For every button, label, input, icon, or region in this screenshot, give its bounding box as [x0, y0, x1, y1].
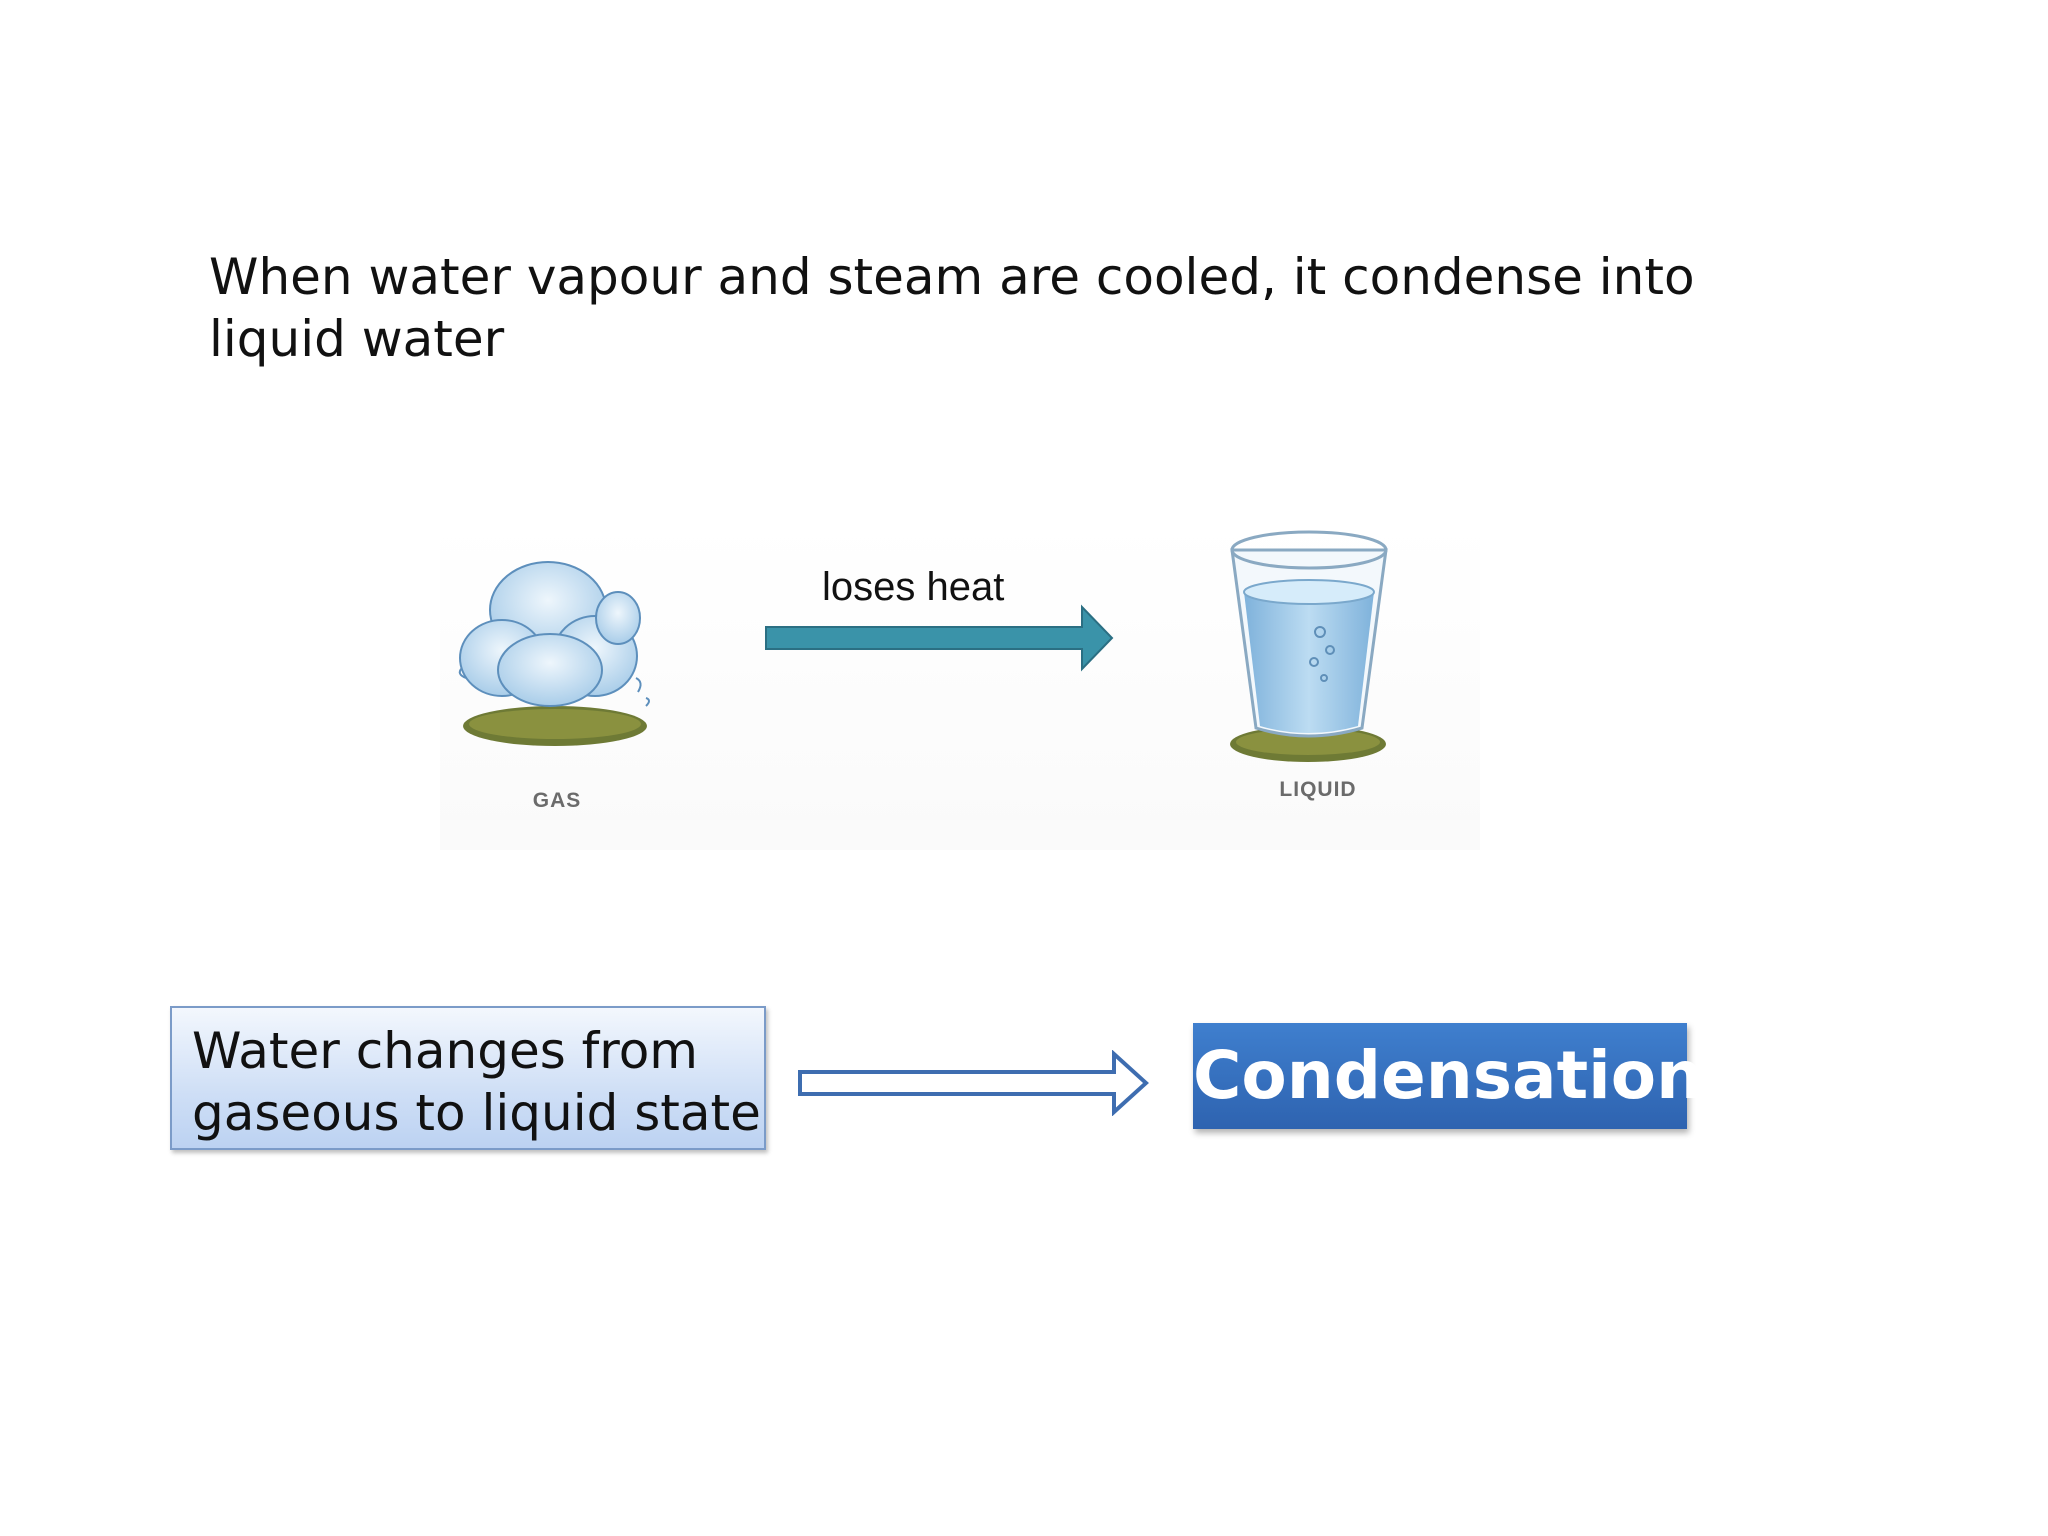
gas-illustration: [440, 548, 680, 778]
intro-text: When water vapour and steam are cooled, …: [209, 248, 1695, 368]
condensation-box: Condensation: [1193, 1023, 1703, 1129]
liquid-illustration: [1208, 522, 1418, 767]
water-glass-icon: [1230, 530, 1388, 762]
arrow-label: loses heat: [822, 565, 1005, 609]
liquid-caption: LIQUID: [1279, 778, 1357, 801]
outline-arrow: [798, 1050, 1150, 1116]
state-change-box: Water changes from gaseous to liquid sta…: [170, 1006, 766, 1150]
loses-heat-arrow: [764, 603, 1114, 673]
gas-cloud-icon: [458, 561, 650, 746]
gas-caption: GAS: [532, 789, 582, 812]
outline-right-arrow-icon: [798, 1050, 1149, 1116]
right-arrow-icon: [765, 604, 1114, 672]
